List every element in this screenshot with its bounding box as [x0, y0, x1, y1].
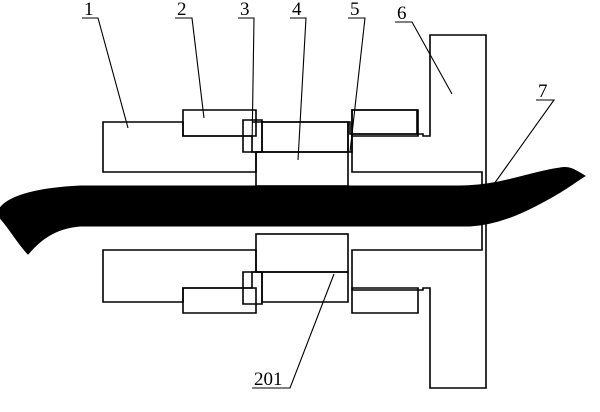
part-201-sealing-insert-lower	[255, 233, 349, 273]
leader-line-1	[82, 17, 129, 129]
callout-labels: 1 2 3 4 5 6 7 201	[84, 0, 548, 390]
callout-6: 6	[397, 3, 407, 24]
callout-3: 3	[240, 0, 250, 20]
callout-201: 201	[254, 369, 283, 390]
leader-line-201	[252, 273, 335, 389]
leader-line-4	[290, 17, 307, 161]
leader-line-3	[238, 17, 255, 149]
part-7-cable	[0, 167, 586, 255]
callout-1: 1	[84, 0, 94, 20]
callout-2: 2	[177, 0, 187, 20]
leader-line-5	[348, 17, 366, 153]
leader-lines	[82, 17, 556, 389]
leader-line-2	[175, 17, 205, 119]
callout-5: 5	[350, 0, 360, 20]
leader-line-6	[395, 21, 453, 95]
callout-7: 7	[538, 81, 548, 102]
callout-4: 4	[292, 0, 302, 20]
part-2-cap-nut	[182, 109, 257, 314]
leader-line-7	[493, 99, 556, 185]
part-6-wall-panel	[351, 34, 487, 389]
part-4-sealing-insert	[255, 151, 349, 187]
